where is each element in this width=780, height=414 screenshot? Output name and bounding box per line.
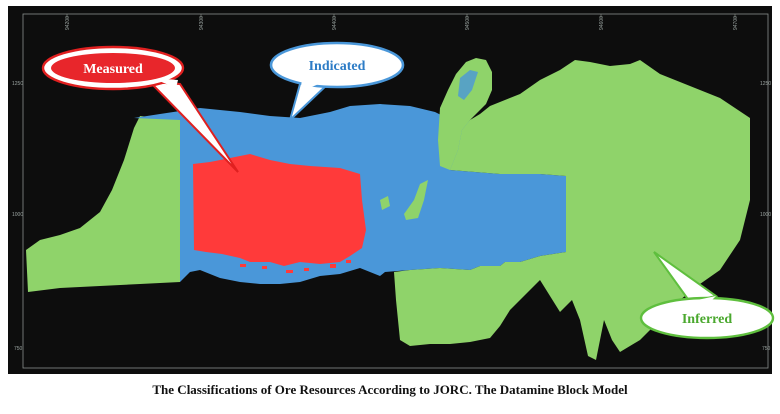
plot-frame xyxy=(22,13,769,369)
y-tick-label-right: 1000 xyxy=(760,212,771,218)
inferred-zone-left xyxy=(26,116,180,292)
y-tick-label-left: 1250 xyxy=(12,81,23,87)
y-tick-label-right: 1250 xyxy=(760,81,771,87)
inferred-fragment xyxy=(404,180,428,220)
x-tick-label: 94300 xyxy=(199,16,205,30)
x-tick-label: 94500 xyxy=(465,16,471,30)
inferred-fragment xyxy=(380,196,390,210)
top-axis xyxy=(66,14,736,18)
x-tick-label: 94700 xyxy=(733,16,739,30)
indicated-streaks xyxy=(458,70,478,100)
measured-label: Measured xyxy=(83,62,143,77)
inferred-label: Inferred xyxy=(682,312,732,327)
y-tick-label-right: 750 xyxy=(762,346,771,352)
y-tick-label-left: 1000 xyxy=(12,212,23,218)
indicated-callout: Indicated xyxy=(269,41,405,124)
x-tick-label: 94400 xyxy=(332,16,338,30)
top-tick-labels: 94200 94300 94400 94500 94600 94700 xyxy=(65,16,739,30)
inferred-callout: Inferred xyxy=(639,251,775,340)
x-tick-label: 94600 xyxy=(599,16,605,30)
measured-zone xyxy=(193,154,366,266)
measured-specks xyxy=(240,260,351,273)
figure-caption: The Classifications of Ore Resources Acc… xyxy=(152,382,628,397)
indicated-label: Indicated xyxy=(309,59,366,74)
x-tick-label: 94200 xyxy=(65,16,71,30)
inferred-zone-right xyxy=(394,60,750,360)
measured-callout: Measured xyxy=(41,45,239,173)
y-tick-label-left: 750 xyxy=(14,346,23,352)
inferred-zone-pillar xyxy=(438,58,492,170)
